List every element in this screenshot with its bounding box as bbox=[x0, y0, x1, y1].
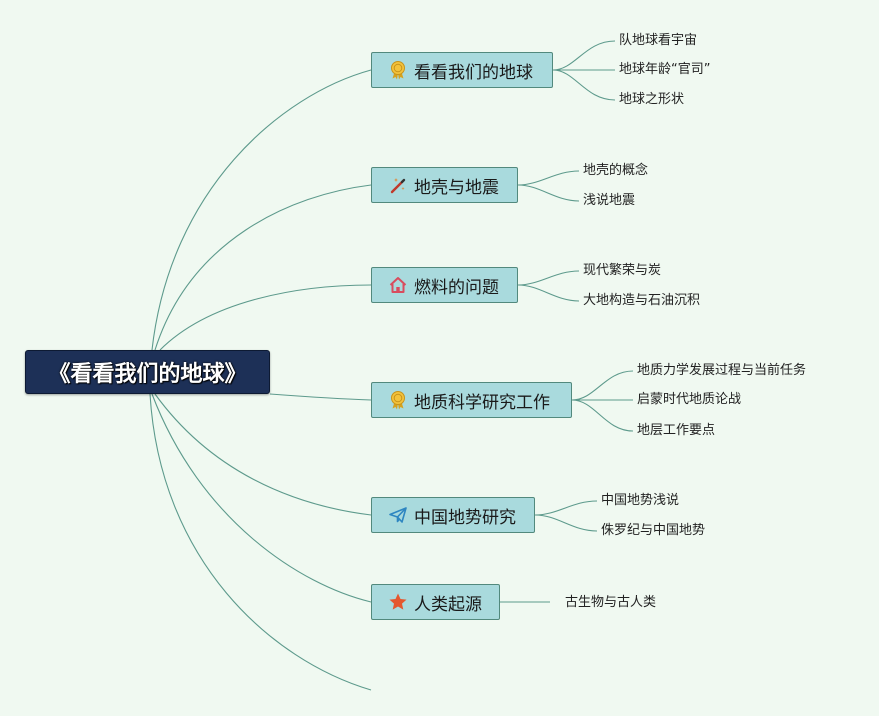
branch-label: 看看我们的地球 bbox=[414, 62, 533, 83]
branch-node-5[interactable]: 中国地势研究 bbox=[371, 497, 535, 533]
connector-sub-3-1 bbox=[517, 270, 580, 286]
connector-sub-4-1 bbox=[571, 370, 634, 401]
sub-node-3-1[interactable]: 现代繁荣与炭 bbox=[583, 263, 662, 278]
star-icon bbox=[388, 592, 408, 612]
branch-2-connectors bbox=[517, 170, 580, 202]
sub-node-5-2[interactable]: 侏罗纪与中国地势 bbox=[601, 523, 706, 538]
connector-branch-5 bbox=[154, 393, 372, 516]
branch-label: 人类起源 bbox=[414, 594, 482, 615]
branch-label: 地壳与地震 bbox=[414, 177, 499, 198]
connector-sub-3-2 bbox=[517, 284, 580, 302]
sub-node-5-1[interactable]: 中国地势浅说 bbox=[601, 493, 680, 508]
connector-sub-1-1 bbox=[552, 40, 616, 71]
connector-branch-3 bbox=[159, 284, 372, 351]
branch-5-connectors bbox=[534, 500, 598, 532]
connector-branch-4 bbox=[269, 393, 372, 401]
root-title: 《看看我们的地球》 bbox=[48, 362, 247, 387]
magic-wand-icon bbox=[388, 175, 408, 195]
branch-node-2[interactable]: 地壳与地震 bbox=[371, 167, 518, 203]
connector-sub-1-3 bbox=[552, 69, 616, 101]
branch-node-1[interactable]: 看看我们的地球 bbox=[371, 52, 553, 88]
sub-node-1-1[interactable]: 队地球看宇宙 bbox=[619, 33, 698, 48]
connector-branch-1 bbox=[151, 69, 372, 351]
connector-tail bbox=[149, 393, 372, 691]
branch-node-3[interactable]: 燃料的问题 bbox=[371, 267, 518, 303]
sub-node-2-1[interactable]: 地壳的概念 bbox=[583, 163, 649, 178]
sub-node-4-1[interactable]: 地质力学发展过程与当前任务 bbox=[637, 363, 807, 378]
connector-sub-5-1 bbox=[534, 500, 598, 516]
connector-sub-4-3 bbox=[571, 399, 634, 432]
branch-label: 中国地势研究 bbox=[414, 507, 516, 528]
branch-node-4[interactable]: 地质科学研究工作 bbox=[371, 382, 572, 418]
connector-branch-2 bbox=[154, 184, 372, 351]
sub-node-2-2[interactable]: 浅说地震 bbox=[583, 193, 636, 208]
branch-1-connectors bbox=[552, 40, 616, 101]
sub-node-3-2[interactable]: 大地构造与石油沉积 bbox=[583, 293, 701, 308]
award-medal-icon bbox=[388, 390, 408, 410]
connector-sub-5-2 bbox=[534, 514, 598, 532]
sub-node-1-2[interactable]: 地球年龄“官司” bbox=[619, 62, 711, 77]
connector-branch-6 bbox=[151, 393, 372, 603]
branch-3-connectors bbox=[517, 270, 580, 302]
branch-4-connectors bbox=[571, 370, 634, 432]
paper-plane-icon bbox=[388, 505, 408, 525]
sub-node-6-1[interactable]: 古生物与古人类 bbox=[565, 595, 657, 610]
sub-node-4-2[interactable]: 启蒙时代地质论战 bbox=[637, 392, 742, 407]
branch-label: 燃料的问题 bbox=[414, 277, 499, 298]
branch-label: 地质科学研究工作 bbox=[414, 392, 550, 413]
house-icon bbox=[388, 275, 408, 295]
sub-node-1-3[interactable]: 地球之形状 bbox=[619, 92, 685, 107]
award-medal-icon bbox=[388, 60, 408, 80]
connector-sub-2-2 bbox=[517, 184, 580, 202]
root-connectors bbox=[149, 69, 372, 691]
branch-node-6[interactable]: 人类起源 bbox=[371, 584, 500, 620]
sub-node-4-3[interactable]: 地层工作要点 bbox=[637, 423, 716, 438]
root-node[interactable]: 《看看我们的地球》 bbox=[25, 350, 270, 394]
connector-sub-2-1 bbox=[517, 170, 580, 186]
